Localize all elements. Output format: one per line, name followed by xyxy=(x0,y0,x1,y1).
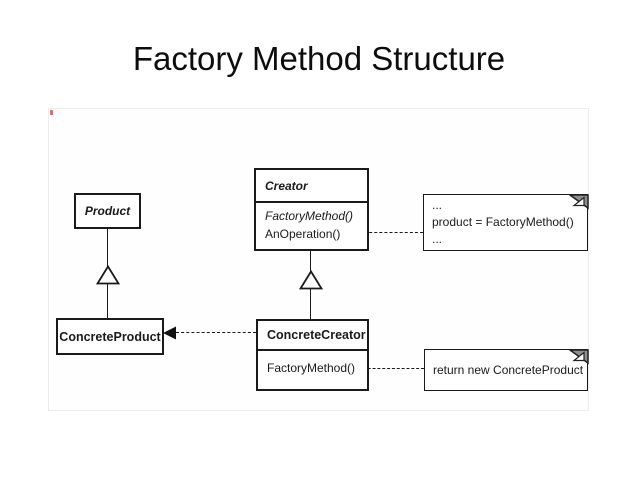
class-header: Creator xyxy=(256,170,367,203)
method-anoperation: AnOperation() xyxy=(265,227,341,241)
inheritance-triangle-icon xyxy=(299,270,323,290)
class-concrete-product: ConcreteProduct xyxy=(56,318,164,355)
class-concrete-creator: ConcreteCreator FactoryMethod() xyxy=(256,319,369,391)
diagram-panel: Product Creator FactoryMethod() AnOperat… xyxy=(48,108,589,411)
inheritance-triangle-icon xyxy=(96,265,120,285)
class-name: Product xyxy=(84,204,131,218)
note-fold-icon xyxy=(568,348,589,364)
class-name: ConcreteProduct xyxy=(59,329,161,344)
note-line: ... xyxy=(432,198,443,212)
class-methods: FactoryMethod() xyxy=(258,351,367,376)
method-factorymethod: FactoryMethod() xyxy=(267,361,356,375)
note-line: product = FactoryMethod() xyxy=(432,215,574,229)
dependency-arrowhead-icon xyxy=(163,326,176,340)
class-product: Product xyxy=(74,193,141,229)
note-line: return new ConcreteProduct xyxy=(433,363,584,377)
note-anchor-line-concrete-creator xyxy=(358,368,424,369)
class-creator: Creator FactoryMethod() AnOperation() xyxy=(254,168,369,251)
class-methods: FactoryMethod() AnOperation() xyxy=(256,203,367,243)
class-header: ConcreteCreator xyxy=(258,321,367,351)
note-concrete-creator-pseudocode: return new ConcreteProduct xyxy=(424,348,589,391)
note-creator-pseudocode: ... product = FactoryMethod() ... xyxy=(423,193,589,251)
note-anchor-line-creator xyxy=(359,232,423,233)
class-name: Creator xyxy=(265,178,308,193)
dependency-line-creates xyxy=(176,332,256,333)
class-name: ConcreteCreator xyxy=(267,328,366,342)
note-line: ... xyxy=(432,232,443,246)
method-factorymethod: FactoryMethod() xyxy=(265,209,354,223)
note-fold-icon xyxy=(568,193,589,209)
page-title: Factory Method Structure xyxy=(132,40,506,77)
image-placeholder-artifact xyxy=(50,110,53,115)
